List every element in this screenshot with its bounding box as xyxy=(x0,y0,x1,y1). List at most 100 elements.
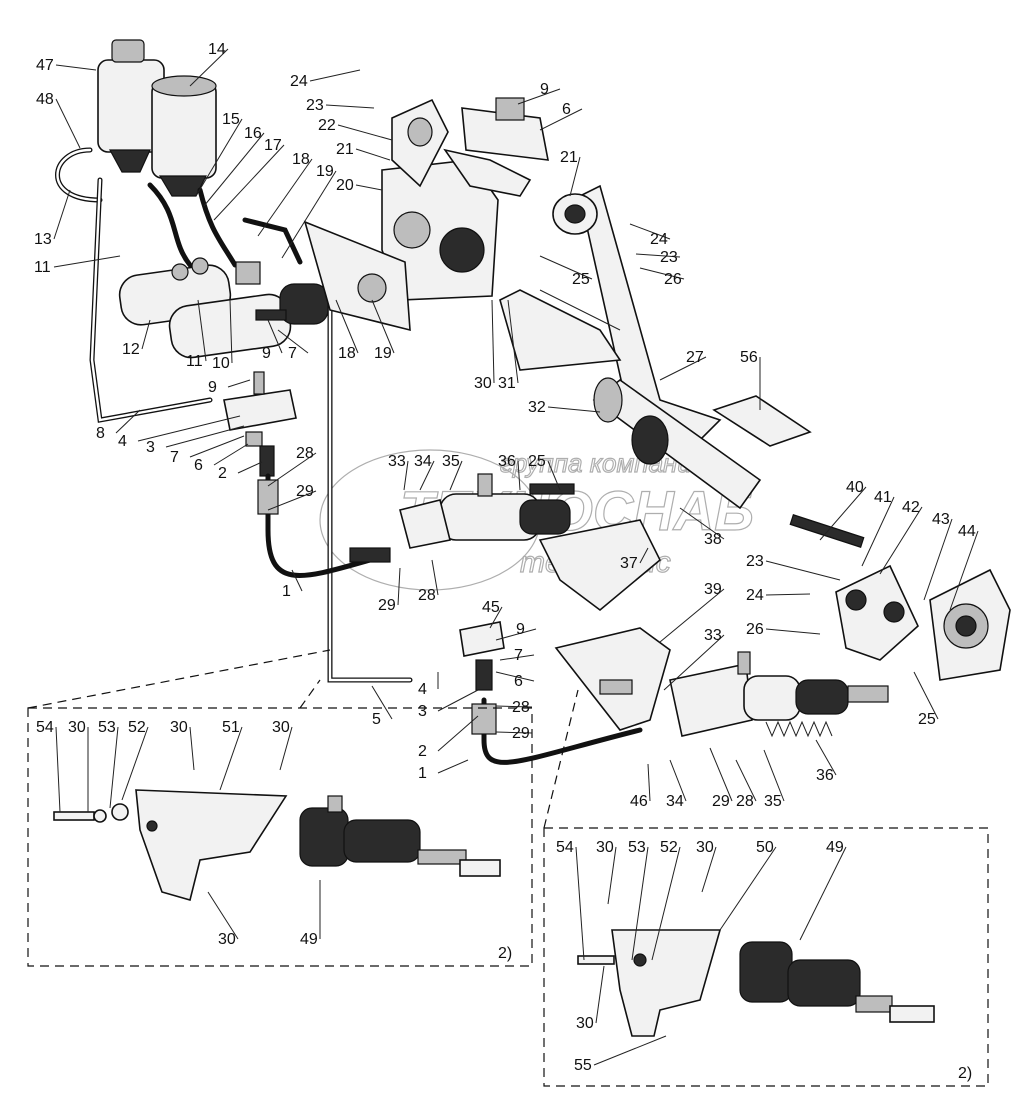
callout-label: 7 xyxy=(170,449,179,466)
bracket-50 xyxy=(611,929,722,1037)
callout-leader xyxy=(109,726,119,809)
callout-leader xyxy=(371,299,395,354)
callout-label: 42 xyxy=(902,499,920,516)
callout-leader xyxy=(55,98,81,149)
callout-label: 39 xyxy=(704,581,722,598)
callout-label: 22 xyxy=(318,117,336,134)
callout-leader xyxy=(569,156,581,197)
callout-label: 26 xyxy=(746,621,764,638)
callout-label: 10 xyxy=(212,355,230,372)
callout-leader xyxy=(819,486,867,541)
callout-label: 30 xyxy=(696,839,714,856)
callout-leader xyxy=(861,496,895,567)
callout-leader xyxy=(607,846,617,905)
callout-label: 11 xyxy=(186,353,203,370)
callout-label: 23 xyxy=(746,553,764,570)
callout-label: 33 xyxy=(704,627,722,644)
callout-leader xyxy=(189,48,229,87)
callout-leader xyxy=(55,726,61,813)
callout-label: 23 xyxy=(306,97,324,114)
callout-label: 21 xyxy=(336,141,354,158)
callout-leader xyxy=(499,654,535,661)
callout-leader xyxy=(539,255,593,280)
callout-leader xyxy=(257,158,313,237)
callout-label: 37 xyxy=(620,555,638,572)
callout-label: 54 xyxy=(36,719,54,736)
callout-leader xyxy=(355,184,383,191)
callout-leader xyxy=(639,267,685,280)
slave-cylinder-49-right xyxy=(739,941,935,1023)
master-cylinder-12 xyxy=(118,257,329,359)
bracket-51 xyxy=(135,789,288,901)
callout-label: 40 xyxy=(846,479,864,496)
callout-label: 3 xyxy=(146,439,155,456)
callout-leader xyxy=(879,506,923,575)
callout-label: 4 xyxy=(118,433,127,450)
callout-leader xyxy=(355,148,391,161)
callout-label: 9 xyxy=(540,81,549,98)
callout-label: 52 xyxy=(660,839,678,856)
callout-leader xyxy=(437,689,479,712)
callout-leader xyxy=(517,460,521,491)
pipe-feed xyxy=(147,182,303,268)
callout-leader xyxy=(735,759,757,802)
callout-label: 30 xyxy=(474,375,492,392)
callout-leader xyxy=(229,299,233,364)
callout-leader xyxy=(765,560,841,581)
callout-label: 4 xyxy=(418,681,427,698)
callout-leader xyxy=(195,118,243,197)
callout-label: 54 xyxy=(556,839,574,856)
slave-cylinder-35-right xyxy=(669,651,889,737)
callout-label: 11 xyxy=(34,259,51,276)
callout-label: 25 xyxy=(572,271,590,288)
callout-label: 33 xyxy=(388,453,406,470)
callout-label: 32 xyxy=(528,399,546,416)
callout-label: 23 xyxy=(660,249,678,266)
spring-36 xyxy=(765,720,833,738)
callout-label: 27 xyxy=(686,349,704,366)
callout-leader xyxy=(765,593,811,596)
callout-leader xyxy=(635,253,681,258)
fork-42 xyxy=(789,514,919,661)
callout-label: 35 xyxy=(764,793,782,810)
callout-label: 18 xyxy=(338,345,356,362)
pedal-bracket-20 xyxy=(381,159,499,301)
callout-label: 9 xyxy=(262,345,271,362)
callout-label: 29 xyxy=(512,725,530,742)
callout-leader xyxy=(639,547,649,564)
callout-label: 56 xyxy=(740,349,758,366)
callout-label: 13 xyxy=(34,231,52,248)
callout-leader xyxy=(575,846,585,961)
callout-leader xyxy=(595,965,605,1024)
callout-label: 6 xyxy=(514,673,523,690)
callout-label: 25 xyxy=(918,711,936,728)
callout-label: 20 xyxy=(336,177,354,194)
callout-leader xyxy=(309,69,361,82)
callout-label: 12 xyxy=(122,341,140,358)
callout-label: 29 xyxy=(296,483,314,500)
callout-leader xyxy=(419,460,435,491)
callout-label: 6 xyxy=(194,457,203,474)
callout-leader xyxy=(437,715,479,752)
callout-label: 24 xyxy=(650,231,668,248)
callout-label: 21 xyxy=(560,149,578,166)
callout-label: 28 xyxy=(418,587,436,604)
callout-label: 2 xyxy=(418,743,427,760)
callout-label: 25 xyxy=(528,453,546,470)
callout-leader xyxy=(763,749,785,802)
callout-leader xyxy=(267,452,317,487)
variant-note-left: 2) xyxy=(498,945,512,962)
callout-leader xyxy=(547,460,561,491)
callout-label: 1 xyxy=(282,583,291,600)
callout-label: 5 xyxy=(372,711,381,728)
callout-leader xyxy=(449,460,463,491)
slave-cylinder-35-center xyxy=(399,473,661,612)
callout-label: 51 xyxy=(222,719,240,736)
callout-leader xyxy=(337,124,393,141)
callout-label: 18 xyxy=(292,151,310,168)
callout-leader xyxy=(403,460,409,491)
callout-label: 36 xyxy=(816,767,834,784)
callout-label: 41 xyxy=(874,489,892,506)
callout-label: 30 xyxy=(272,719,290,736)
